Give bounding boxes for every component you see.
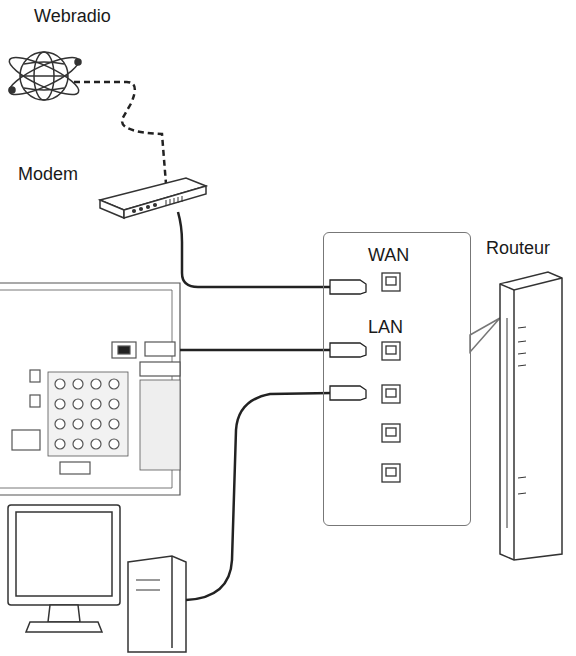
jack bbox=[73, 399, 83, 409]
jack bbox=[109, 379, 119, 389]
jack bbox=[109, 419, 119, 429]
jack bbox=[91, 439, 101, 449]
cable-connector bbox=[178, 212, 323, 287]
jack bbox=[55, 399, 65, 409]
lan-cable bbox=[180, 349, 332, 352]
jack bbox=[55, 379, 65, 389]
ethernet-ports bbox=[382, 273, 400, 482]
device-label: Webradio bbox=[34, 6, 111, 26]
router-panel: WAN LAN bbox=[323, 232, 471, 526]
jack bbox=[55, 419, 65, 429]
jack bbox=[55, 439, 65, 449]
globe-node: Webradio bbox=[4, 4, 115, 116]
modem-node: Modem bbox=[16, 164, 212, 220]
port-label: WAN bbox=[368, 245, 409, 265]
jack bbox=[109, 399, 119, 409]
computer bbox=[8, 505, 186, 652]
jack bbox=[73, 379, 83, 389]
lan-cable bbox=[186, 393, 332, 600]
router-icon bbox=[478, 238, 572, 564]
port-label: LAN bbox=[368, 317, 403, 337]
jack bbox=[91, 399, 101, 409]
callout-pointer bbox=[470, 318, 500, 352]
cable-connector bbox=[74, 82, 166, 184]
jack bbox=[91, 379, 101, 389]
ethernet-plugs bbox=[330, 280, 366, 400]
av-receiver bbox=[0, 283, 180, 495]
router-node: Routeur bbox=[478, 238, 572, 564]
device-label: Modem bbox=[18, 164, 78, 184]
device-label: Routeur bbox=[486, 238, 550, 258]
jack bbox=[73, 419, 83, 429]
jack bbox=[91, 419, 101, 429]
jack bbox=[109, 439, 119, 449]
jack bbox=[73, 439, 83, 449]
